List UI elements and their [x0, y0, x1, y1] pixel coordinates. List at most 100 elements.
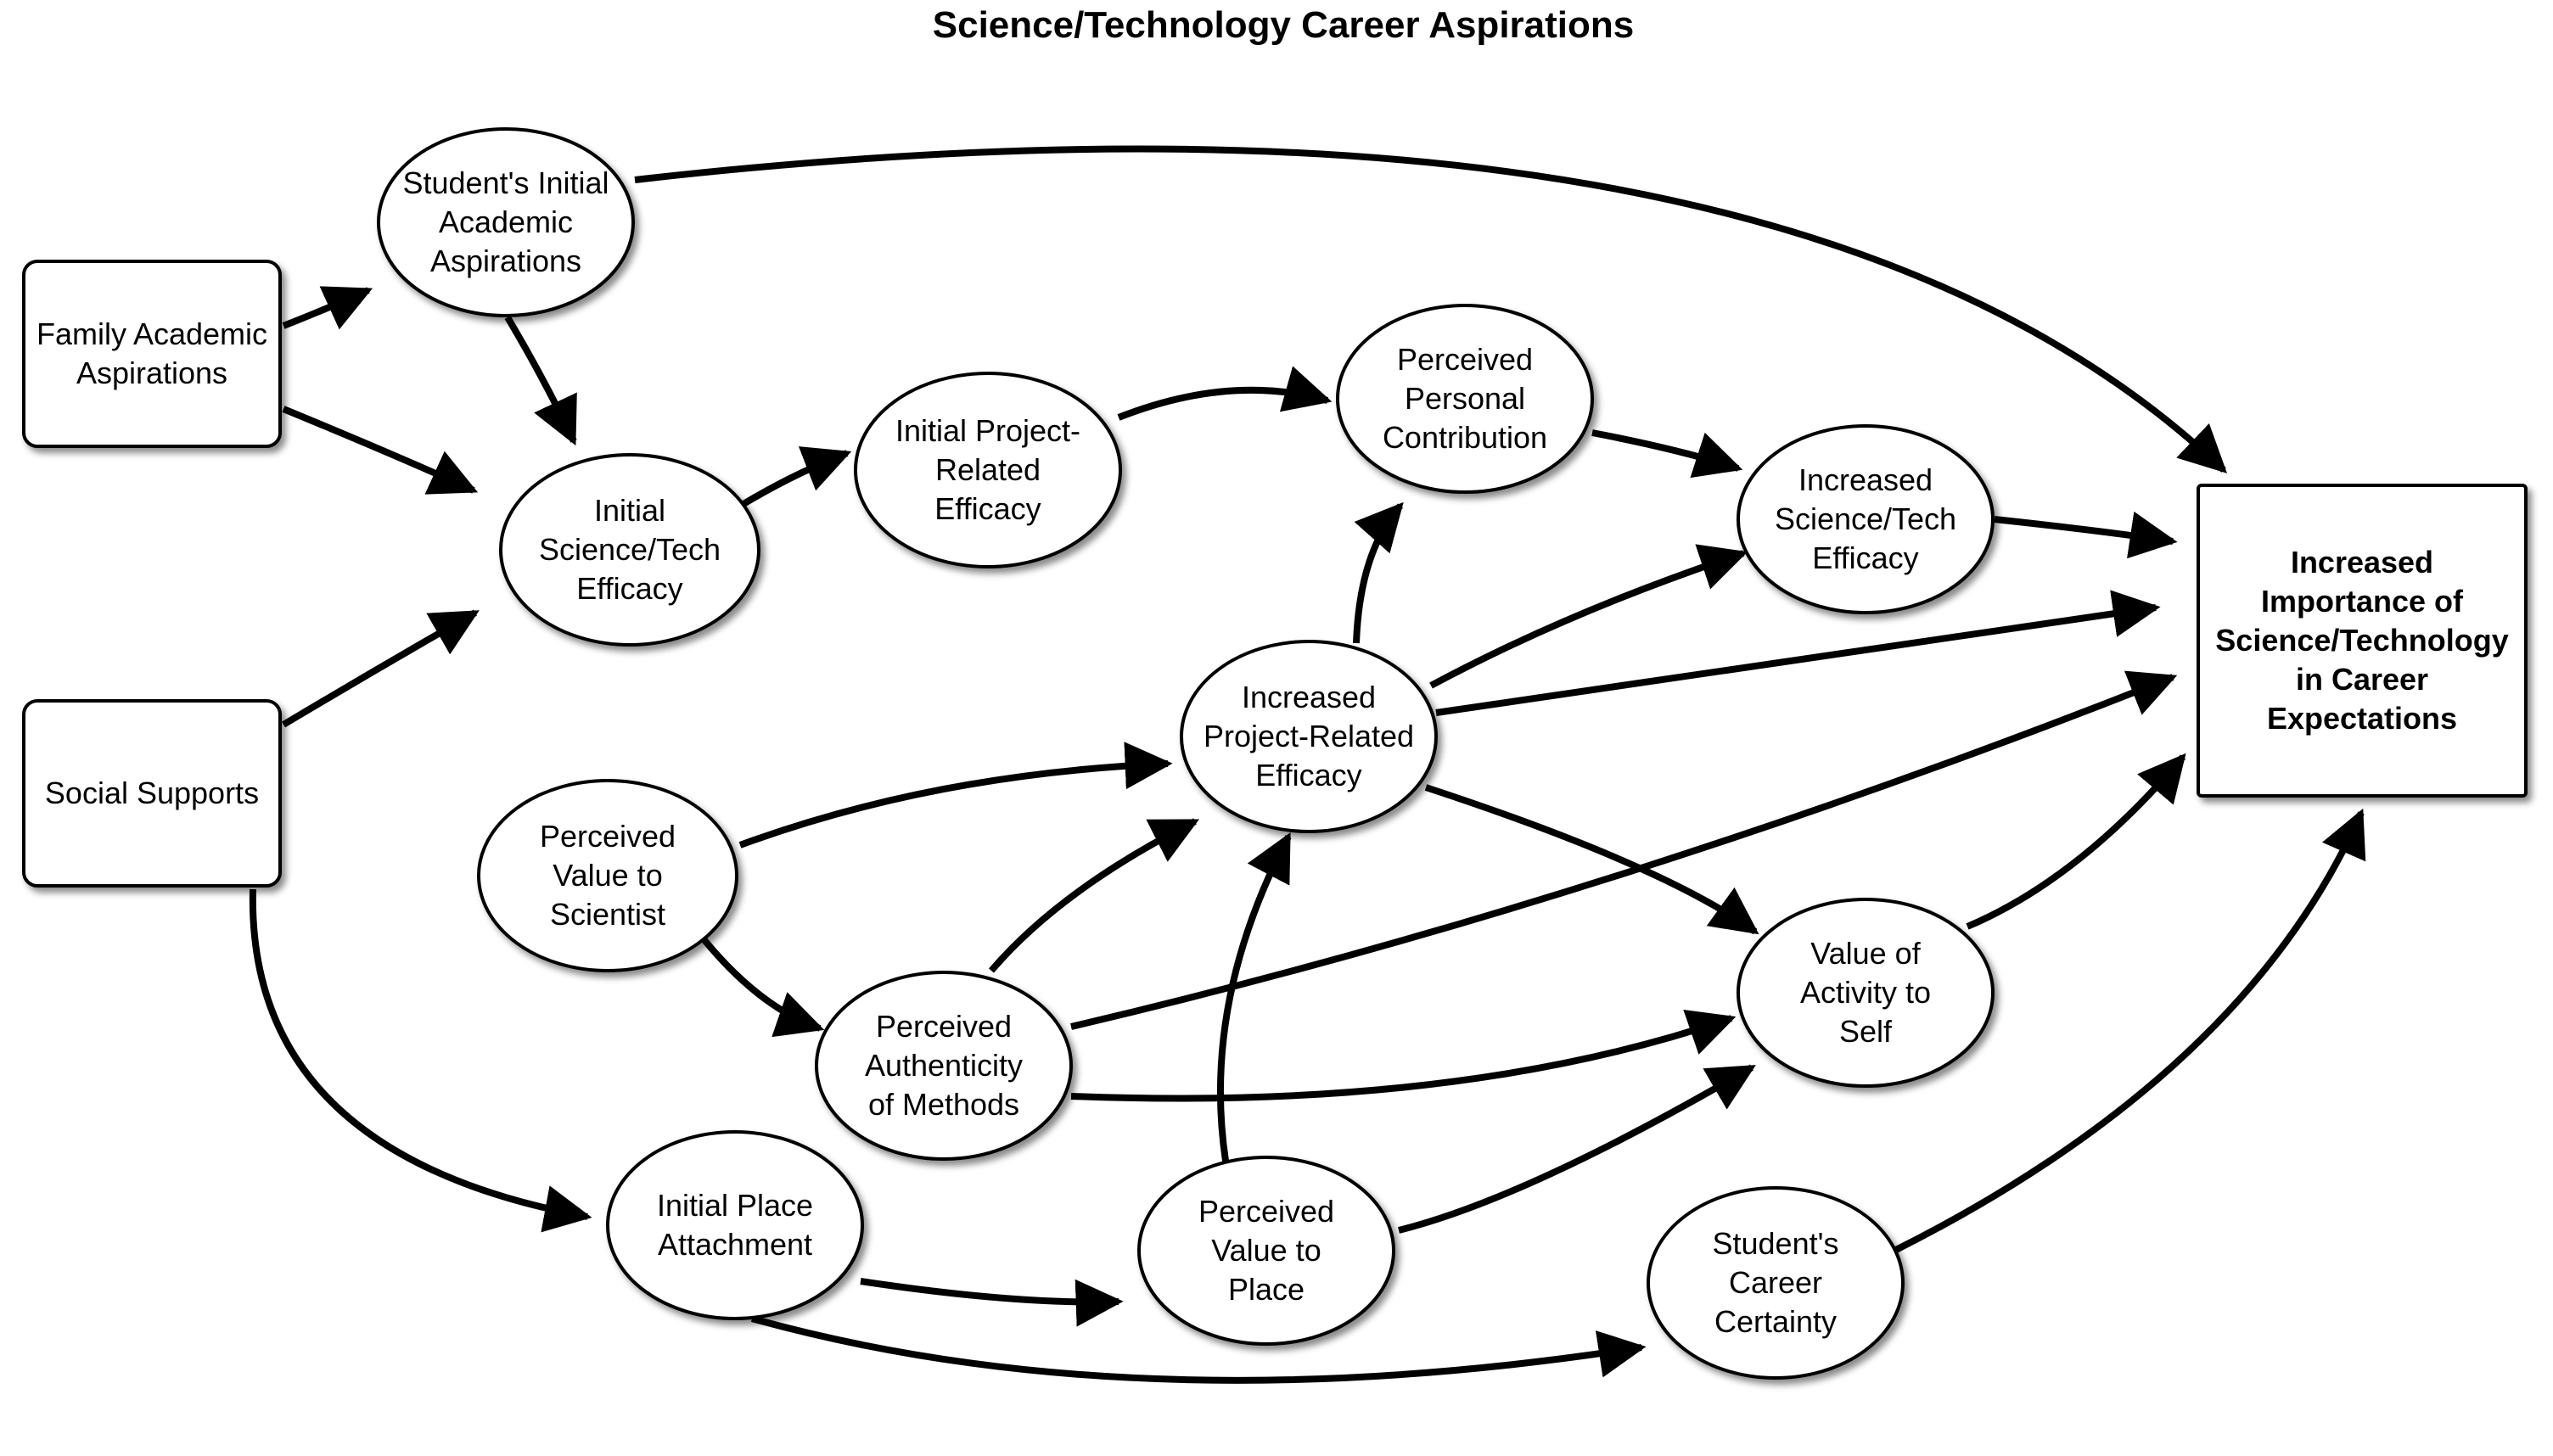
node-ellipse — [1737, 424, 1995, 614]
node-label-line: Attachment — [658, 1227, 812, 1262]
node-social: Social Supports — [22, 699, 282, 888]
edge-place-attach-to-value-place — [860, 1278, 1124, 1327]
node-label-line: Increased — [2291, 545, 2433, 580]
node-ellipse — [377, 127, 635, 317]
node-label-line: Efficacy — [576, 571, 682, 606]
node-ellipse — [1137, 1156, 1395, 1346]
node-ellipse — [477, 779, 738, 972]
node-label-line: Increased — [1798, 462, 1933, 497]
node-label-line: Activity to — [1800, 975, 1931, 1010]
edge-family-to-initial-academic — [282, 286, 373, 330]
edge-increased-proj-eff-to-increased-sci-eff — [1429, 544, 1748, 689]
edge-initial-academic-to-initial-sci-eff — [504, 315, 577, 446]
node-ellipse — [1180, 640, 1438, 833]
edge-value-scientist-to-authenticity — [701, 938, 825, 1038]
node-box — [22, 699, 282, 888]
node-label-line: Science/Technology — [2215, 623, 2508, 658]
node-label-line: Importance of — [2261, 584, 2464, 619]
node-label-line: Career — [1729, 1265, 1822, 1300]
node-label-line: Student's — [1713, 1226, 1839, 1261]
node-ellipse — [1647, 1186, 1905, 1380]
edge-place-attach-to-career-certainty — [750, 1315, 1647, 1384]
node-label-line: Initial — [594, 493, 665, 528]
edge-increased-proj-eff-to-outcome — [1435, 590, 2161, 716]
node-label-line: Social Supports — [45, 776, 259, 810]
node-label-line: Efficacy — [934, 491, 1041, 526]
edge-initial-academic-to-outcome — [634, 145, 2228, 473]
edge-value-place-to-value-self — [1398, 1064, 1756, 1234]
node-label-line: Increased — [1242, 680, 1376, 714]
node-label-line: Related — [935, 452, 1041, 487]
edge-family-to-initial-sci-eff — [282, 406, 479, 495]
node-label-line: Initial Project- — [895, 413, 1080, 448]
node-ellipse — [854, 372, 1122, 568]
edge-value-place-to-increased-proj-eff — [1217, 832, 1292, 1162]
edge-authenticity-to-value-self — [1070, 1009, 1737, 1102]
node-label-line: Science/Tech — [539, 532, 721, 567]
node-label-line: Scientist — [550, 897, 665, 932]
node-label-line: Self — [1839, 1014, 1893, 1049]
edge-increased-proj-eff-to-personal-contrib — [1353, 501, 1404, 644]
edge-initial-proj-eff-to-personal-contrib — [1117, 366, 1333, 421]
node-ellipse — [499, 453, 760, 647]
edge-value-scientist-to-increased-proj-eff — [738, 742, 1173, 848]
node-label-line: Aspirations — [430, 244, 581, 278]
node-label-line: Perceived — [876, 1009, 1012, 1044]
node-label-line: Value to — [553, 858, 662, 893]
node-label-line: Value to — [1211, 1233, 1321, 1268]
edge-authenticity-to-increased-proj-eff — [988, 818, 1199, 973]
node-label-line: Academic — [439, 204, 573, 239]
node-label-line: Science/Tech — [1775, 501, 1956, 536]
diagram-title: Science/Technology Career Aspirations — [933, 4, 1634, 46]
edge-initial-sci-eff-to-initial-proj-eff — [741, 446, 852, 507]
edge-career-certainty-to-outcome — [1893, 808, 2366, 1254]
node-label-line: Contribution — [1383, 420, 1547, 455]
node-label-line: Efficacy — [1255, 758, 1361, 792]
node-ellipse — [606, 1130, 864, 1320]
node-label-line: Expectations — [2267, 701, 2457, 736]
node-label-line: Perceived — [1198, 1194, 1334, 1229]
node-label-line: of Methods — [868, 1087, 1019, 1122]
node-label-line: Authenticity — [865, 1048, 1023, 1083]
node-label-line: Initial Place — [657, 1188, 813, 1223]
node-box — [22, 260, 282, 448]
node-label-line: Family Academic — [36, 316, 267, 351]
node-label-line: Place — [1228, 1272, 1305, 1307]
node-label-line: Personal — [1405, 381, 1525, 416]
node-ellipse — [815, 971, 1073, 1161]
node-label-line: Certainty — [1714, 1304, 1837, 1339]
node-ellipse — [1737, 898, 1995, 1088]
node-label-line: Project-Related — [1204, 719, 1414, 753]
edge-social-to-initial-sci-eff — [281, 609, 480, 728]
node-label-line: Efficacy — [1812, 540, 1918, 575]
node-label-line: in Career — [2296, 662, 2428, 697]
edge-increased-sci-eff-to-outcome — [1994, 511, 2178, 559]
node-label-line: Aspirations — [76, 356, 227, 390]
node-label-line: Student's Initial — [402, 165, 609, 200]
edge-social-to-place-attach — [249, 888, 592, 1233]
node-label-line: Perceived — [1397, 342, 1533, 377]
node-ellipse — [1336, 304, 1594, 494]
node-box — [2197, 484, 2528, 798]
node-label-line: Perceived — [540, 819, 676, 854]
edge-increased-proj-eff-to-value-self — [1424, 784, 1759, 935]
edges-layer — [249, 145, 2366, 1384]
edge-value-self-to-outcome — [1966, 753, 2186, 930]
edge-personal-contrib-to-increased-sci-eff — [1591, 429, 1743, 479]
